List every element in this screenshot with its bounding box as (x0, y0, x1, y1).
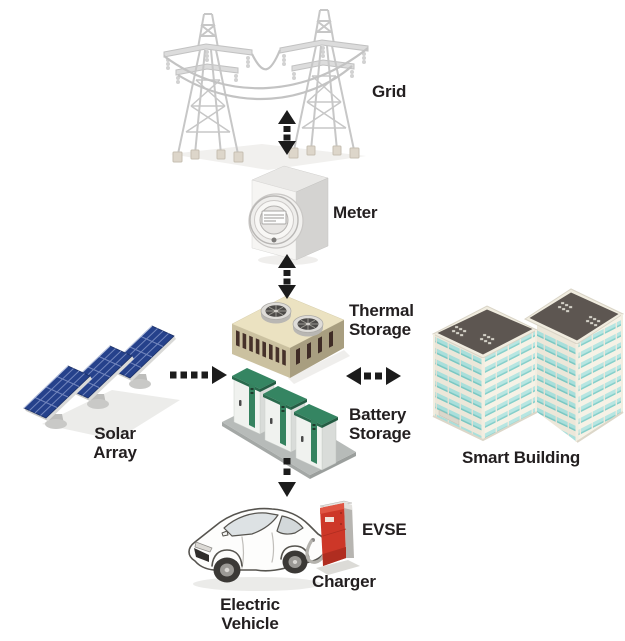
smart-building-label: Smart Building (462, 448, 581, 467)
meter-illustration (248, 165, 329, 265)
thermal-storage-illustration (231, 295, 350, 384)
evse-label: EVSE (362, 520, 407, 539)
grid-label: Grid (372, 82, 407, 101)
electric-vehicle-label: Electric Vehicle (220, 595, 280, 633)
building-entrance (438, 409, 460, 426)
thermal-storage-label: Thermal Storage (349, 301, 414, 339)
battery-storage-label: Battery Storage (349, 405, 411, 443)
smart-building-illustration (431, 288, 625, 443)
meter-dial (248, 193, 304, 249)
meter-label: Meter (333, 203, 378, 222)
electric-vehicle-illustration (188, 507, 328, 591)
battery-storage-illustration (222, 367, 356, 479)
rooftop-fan (292, 315, 324, 337)
transmission-towers-illustration (163, 9, 369, 170)
solar-array-label: Solar Array (93, 424, 137, 462)
thermal-vents (236, 330, 333, 366)
solar-array-illustration (23, 325, 180, 440)
charger-label: Charger (312, 572, 376, 591)
rooftop-fan (260, 302, 292, 324)
power-lines (163, 47, 369, 101)
evse-charger-illustration (305, 500, 360, 575)
solar-shadow (42, 390, 180, 440)
